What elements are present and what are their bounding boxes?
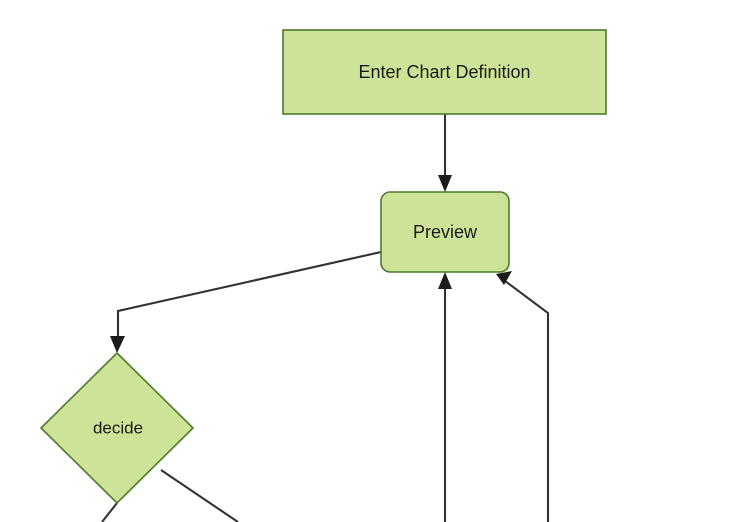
edge-line xyxy=(160,469,239,522)
node-shape-rectangle xyxy=(282,29,607,115)
edge-enter-to-preview xyxy=(438,114,452,192)
node-preview[interactable]: Preview xyxy=(380,191,510,273)
arrow-head-icon xyxy=(438,272,452,289)
node-label-decide: decide xyxy=(93,418,143,437)
arrow-head-icon xyxy=(110,336,125,353)
arrow-head-icon xyxy=(438,175,452,192)
edge-line xyxy=(116,250,382,341)
arrow-head-icon xyxy=(496,271,512,285)
node-enter-chart-definition[interactable]: Enter Chart Definition xyxy=(282,29,607,115)
node-shape-diamond xyxy=(39,351,195,505)
node-label-preview: Preview xyxy=(413,222,478,242)
edge-return-diagonal-to-preview xyxy=(496,271,550,522)
node-decide[interactable]: decide xyxy=(39,351,195,505)
node-shape-rounded-rectangle xyxy=(380,191,510,273)
edge-preview-to-decide xyxy=(110,250,382,353)
edge-return-vertical-to-preview xyxy=(438,272,452,522)
edge-line xyxy=(101,502,118,522)
edge-line xyxy=(504,280,550,522)
node-label-enter-chart-definition: Enter Chart Definition xyxy=(358,62,530,82)
edge-decide-to-bottom-left xyxy=(101,502,118,522)
edge-decide-to-bottom-right xyxy=(160,469,239,522)
